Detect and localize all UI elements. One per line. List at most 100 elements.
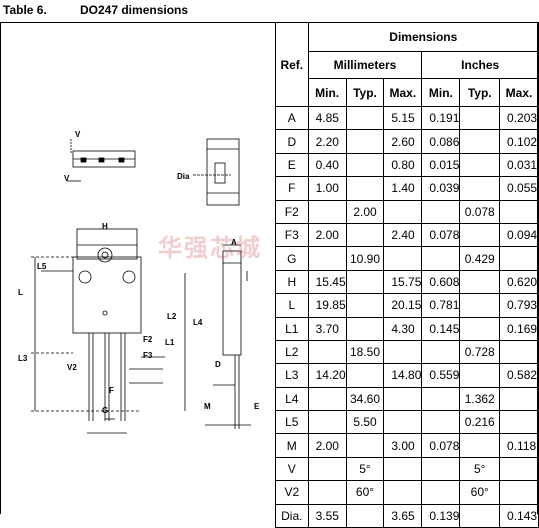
cell-mm-max: 5.15 bbox=[383, 105, 423, 131]
cell-in-typ bbox=[459, 105, 501, 131]
cell-mm-min: 2.00 bbox=[307, 222, 347, 248]
cell-mm-min bbox=[307, 339, 347, 365]
in-typ-header: Typ. bbox=[459, 78, 501, 107]
cell-mm-max: 14.80 bbox=[383, 363, 423, 388]
label-F3: F3 bbox=[143, 351, 153, 360]
cell-mm-max: 20.15 bbox=[383, 293, 423, 318]
cell-in-max bbox=[499, 456, 539, 482]
cell-mm-typ bbox=[345, 269, 385, 295]
cell-in-min bbox=[421, 386, 461, 412]
cell-in-max: 0.169 bbox=[499, 316, 539, 341]
cell-mm-max: 1.40 bbox=[383, 176, 423, 201]
cell-in-max: 0.143 bbox=[499, 503, 539, 528]
cell-mm-min bbox=[307, 456, 347, 482]
label-E: E bbox=[254, 402, 260, 411]
cell-in-min: 0.015 bbox=[421, 152, 461, 178]
cell-mm-typ bbox=[345, 176, 385, 201]
cell-mm-max bbox=[383, 199, 423, 224]
cell-mm-typ bbox=[345, 433, 385, 458]
row-ref: L1 bbox=[275, 316, 309, 341]
cell-mm-min bbox=[307, 246, 347, 271]
cell-in-max: 0.094 bbox=[499, 222, 539, 248]
in-min-header: Min. bbox=[421, 78, 461, 107]
cell-in-max: 0.031 bbox=[499, 152, 539, 178]
cell-in-typ: 0.216 bbox=[459, 410, 501, 435]
label-L3: L3 bbox=[18, 354, 28, 363]
cell-mm-min bbox=[307, 199, 347, 224]
cell-in-min: 0.145 bbox=[421, 316, 461, 341]
cell-mm-min: 2.00 bbox=[307, 433, 347, 458]
label-L5: L5 bbox=[37, 262, 47, 271]
label-V2: V2 bbox=[67, 363, 77, 372]
cell-in-max: 0.582 bbox=[499, 363, 539, 388]
cell-in-min bbox=[421, 456, 461, 482]
row-ref: H bbox=[275, 269, 309, 295]
cell-in-max bbox=[499, 386, 539, 412]
cell-mm-min: 14.20 bbox=[307, 363, 347, 388]
cell-in-max bbox=[499, 246, 539, 271]
cell-mm-typ: 60° bbox=[345, 480, 385, 505]
row-ref: V bbox=[275, 456, 309, 482]
cell-in-min: 0.078 bbox=[421, 433, 461, 458]
front-view-body bbox=[72, 256, 142, 334]
row-ref: L4 bbox=[275, 386, 309, 412]
row-ref: E bbox=[275, 152, 309, 178]
cell-in-typ bbox=[459, 503, 501, 528]
mm-typ-header: Typ. bbox=[345, 78, 385, 107]
cell-in-typ bbox=[459, 293, 501, 318]
cell-in-min: 0.781 bbox=[421, 293, 461, 318]
cell-in-min: 0.039 bbox=[421, 176, 461, 201]
cell-mm-min: 4.85 bbox=[307, 105, 347, 131]
cell-in-max: 0.793 bbox=[499, 293, 539, 318]
cell-in-typ bbox=[459, 433, 501, 458]
cell-mm-typ bbox=[345, 152, 385, 178]
cell-mm-max: 0.80 bbox=[383, 152, 423, 178]
cell-in-min bbox=[421, 410, 461, 435]
cell-in-max bbox=[499, 199, 539, 224]
mm-min-header: Min. bbox=[307, 78, 347, 107]
cell-in-typ: 0.078 bbox=[459, 199, 501, 224]
label-A: A bbox=[231, 238, 237, 247]
cell-mm-typ bbox=[345, 503, 385, 528]
cell-in-max bbox=[499, 410, 539, 435]
side-view-body bbox=[206, 138, 240, 206]
cell-mm-typ: 34.60 bbox=[345, 386, 385, 412]
row-ref: L3 bbox=[275, 363, 309, 388]
dimensions-header: Dimensions bbox=[307, 22, 539, 52]
cell-mm-min: 2.20 bbox=[307, 129, 347, 154]
cell-mm-typ bbox=[345, 129, 385, 154]
row-ref: M bbox=[275, 433, 309, 458]
cell-mm-typ: 18.50 bbox=[345, 339, 385, 365]
row-ref: L2 bbox=[275, 339, 309, 365]
cell-mm-min: 15.45 bbox=[307, 269, 347, 295]
cell-in-min bbox=[421, 339, 461, 365]
row-ref: L bbox=[275, 293, 309, 318]
label-G: G bbox=[102, 406, 108, 415]
millimeters-header: Millimeters bbox=[307, 51, 423, 79]
row-ref: A bbox=[275, 105, 309, 131]
row-ref: D bbox=[275, 129, 309, 154]
cell-in-typ bbox=[459, 269, 501, 295]
cell-mm-min: 0.40 bbox=[307, 152, 347, 178]
cell-mm-max bbox=[383, 456, 423, 482]
package-drawing: V V Dia H A L5 L L2 L4 L1 F2 F3 L3 V2 D … bbox=[18, 130, 260, 434]
cell-mm-max bbox=[383, 246, 423, 271]
cell-mm-typ bbox=[345, 293, 385, 318]
cell-in-min: 0.191 bbox=[421, 105, 461, 131]
cell-mm-max: 2.60 bbox=[383, 129, 423, 154]
front-view-tab bbox=[76, 228, 138, 260]
cell-mm-typ: 10.90 bbox=[345, 246, 385, 271]
cell-mm-typ bbox=[345, 222, 385, 248]
cell-mm-typ bbox=[345, 316, 385, 341]
